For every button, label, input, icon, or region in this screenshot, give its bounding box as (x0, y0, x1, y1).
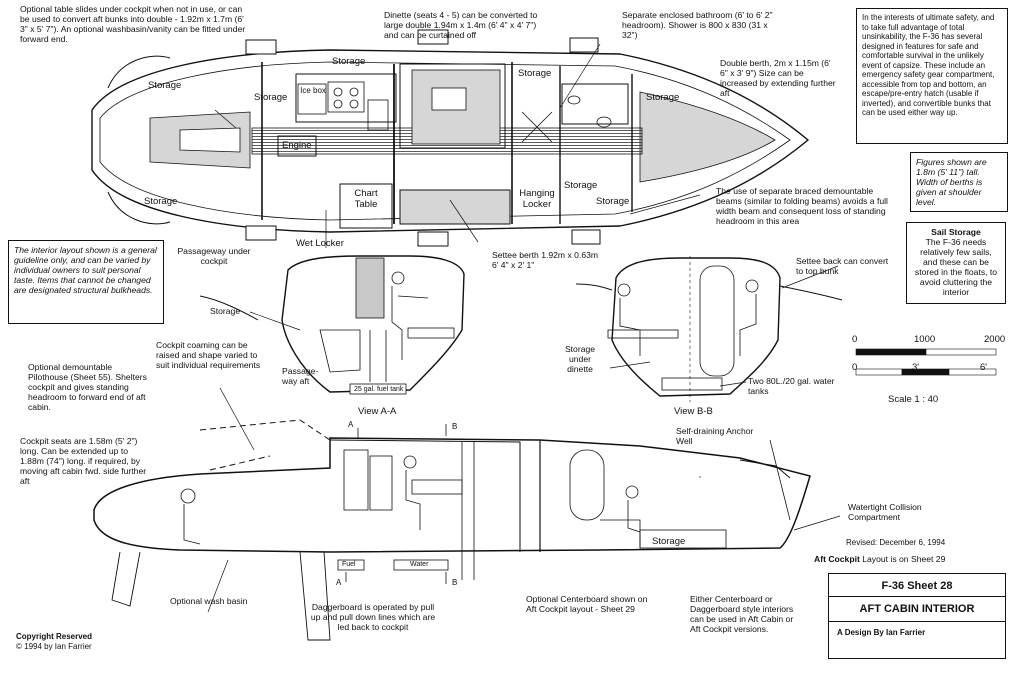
note-either: Either Centerboard or Daggerboard style … (690, 594, 794, 634)
label-storage-fwd-top: Storage (646, 92, 680, 103)
label-storage-top: Storage (332, 56, 366, 67)
note-water-tanks: Two 80L./20 gal. water tanks (748, 376, 835, 396)
note-wash-basin: Optional wash basin (170, 596, 248, 606)
note-optional-table: Optional table slides under cockpit when… (20, 4, 246, 44)
label-storage-aft-bottom: Storage (144, 196, 178, 207)
rudder (111, 551, 141, 607)
sail-storage-body: The F-36 needs relatively few sails, and… (914, 237, 998, 297)
title-sheet: F-36 Sheet 28 (829, 574, 1005, 597)
note-guideline: The interior layout shown is a general g… (8, 240, 164, 324)
hull-outline (91, 49, 810, 233)
label-wet-locker: Wet Locker (296, 238, 344, 249)
inner-hull-line (99, 61, 791, 221)
scale-2000: 2000 (984, 334, 1006, 345)
note-double-berth: Double berth, 2m x 1.15m (6' 6" x 3' 9")… (720, 58, 836, 98)
profile-view (93, 199, 841, 641)
water-tanks-b (661, 377, 723, 391)
label-ice-box: Ice box (300, 86, 326, 95)
label-fuel: Fuel (342, 561, 356, 568)
scale-bar (855, 348, 997, 376)
note-centerboard: Optional Centerboard shown on Aft Cockpi… (526, 594, 648, 614)
galley (295, 73, 397, 123)
title-block: F-36 Sheet 28 AFT CABIN INTERIOR A Desig… (828, 573, 1006, 659)
label-view-a-a: View A-A (358, 406, 397, 417)
label-storage-aft-top: Storage (148, 80, 182, 91)
title-designer: A Design By Ian Farrier (837, 628, 926, 637)
label-fuel-tank-a: 25 gal. fuel tank (354, 386, 404, 393)
plan-view (91, 29, 810, 248)
aft-cockpit-rest: Layout is on Sheet 29 (859, 554, 946, 564)
note-beams: The use of separate braced demountable b… (716, 186, 888, 226)
pilothouse-dashed (199, 419, 331, 441)
note-coaming: Cockpit coaming can be raised and shape … (156, 340, 261, 370)
note-dinette: Dinette (seats 4 - 5) can be converted t… (384, 10, 538, 40)
fuel-tank-a (349, 383, 407, 395)
note-passageway: Passageway under cockpit (177, 246, 251, 266)
profile-hull (93, 437, 811, 553)
stove (327, 81, 365, 113)
note-safety: In the interests of ultimate safety, and… (856, 8, 1008, 144)
label-storage-profile: Storage (652, 536, 686, 547)
daggerboard (299, 551, 331, 641)
note-daggerboard: Daggerboard is operated by pull up and p… (310, 602, 436, 632)
note-anchor-well: Self-draining Anchor Well (676, 426, 754, 446)
forward-berth-shading (639, 91, 776, 183)
sail-storage-title: Sail Storage (931, 227, 981, 237)
note-bathroom: Separate enclosed bathroom (6' to 6' 2" … (622, 10, 773, 40)
note-collision: Watertight Collision Compartment (848, 502, 922, 522)
label-storage-bath: Storage (518, 68, 552, 79)
note-pilothouse: Optional demountable Pilothouse (Sheet 5… (28, 362, 147, 412)
ice-box (297, 83, 327, 115)
water-tank (393, 559, 449, 571)
title-main: AFT CABIN INTERIOR (829, 597, 1005, 622)
sink (367, 99, 389, 131)
label-engine: Engine (282, 140, 312, 151)
view-a-a (199, 255, 465, 395)
note-figures: Figures shown are 1.8m (5' 11") tall. Wi… (910, 152, 1008, 212)
note-revised: Revised: December 6, 1994 (846, 538, 946, 547)
note-sail-storage: Sail Storage The F-36 needs relatively f… (906, 222, 1006, 304)
view-b-hull (611, 257, 781, 397)
section-b-bottom: B (452, 578, 458, 587)
note-cockpit-seats: Cockpit seats are 1.58m (5' 2") long. Ca… (20, 436, 147, 486)
engine-box (277, 135, 317, 157)
scale-ratio: Scale 1 : 40 (888, 394, 939, 405)
scale-1000: 1000 (914, 334, 936, 345)
scale-6ft: 6' (980, 362, 988, 373)
label-storage-galley: Storage (254, 92, 288, 103)
scale-3ft: 3' (912, 362, 920, 373)
note-storage-view-a: Storage (210, 306, 241, 316)
label-water: Water (410, 561, 429, 568)
copyright-line2: © 1994 by Ian Farrier (16, 642, 92, 651)
section-a-bottom: A (336, 578, 342, 587)
view-a-hull (281, 255, 465, 393)
note-settee-back: Settee back can convert to top bunk (796, 256, 889, 276)
aft-cockpit-bold: Aft Cockpit (814, 554, 860, 564)
note-aft-cockpit: Aft Cockpit Layout is on Sheet 29 (814, 554, 1010, 564)
label-view-b-b: View B-B (674, 406, 713, 417)
dinette-box (399, 63, 506, 149)
label-chart-table: Chart Table (354, 188, 378, 210)
label-storage-bottom: Storage (564, 180, 598, 191)
scale-0-ft: 0 (852, 362, 858, 373)
copyright: Copyright Reserved (16, 632, 93, 641)
note-passageway-aft: Passage-way aft (282, 366, 319, 386)
bathroom (561, 83, 629, 125)
label-storage-fwd-bottom: Storage (596, 196, 630, 207)
note-storage-under-dinette: Storage under dinette (564, 344, 596, 374)
section-b-top: B (452, 422, 458, 431)
chart-table-box (339, 183, 393, 229)
view-a-shading (355, 257, 385, 319)
scale-0-mm: 0 (852, 334, 858, 345)
section-a-top: A (348, 420, 354, 429)
label-hanging-locker: Hanging Locker (519, 188, 555, 210)
fuel-tank (337, 559, 365, 571)
note-settee-berth: Settee berth 1.92m x 0.63m 6' 4" x 2' 1" (492, 250, 599, 270)
